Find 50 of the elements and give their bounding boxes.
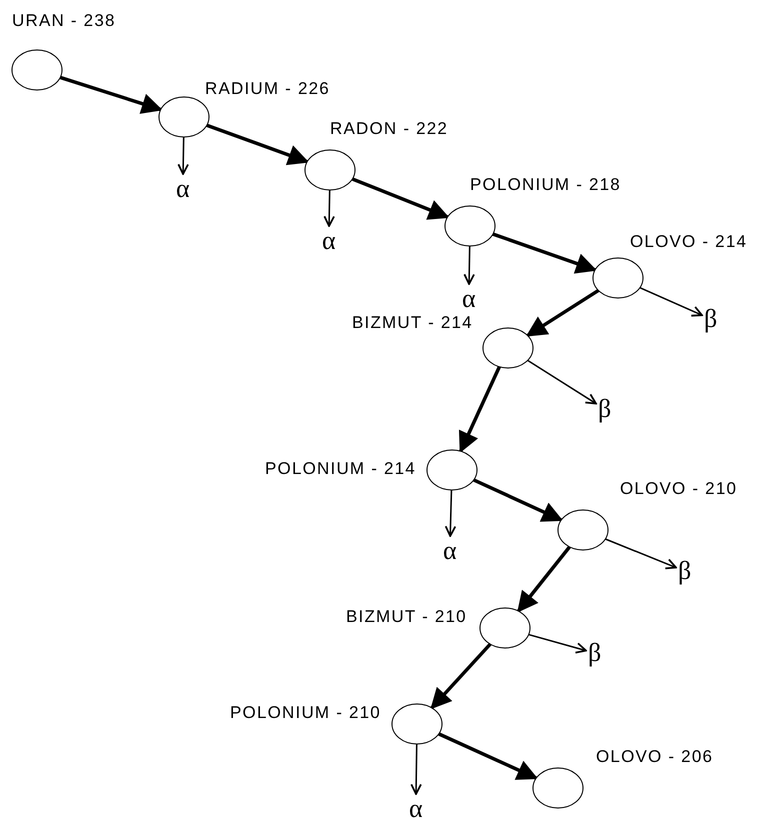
decay-node xyxy=(265,450,478,491)
decay-node xyxy=(533,748,714,809)
decay-symbol: α xyxy=(322,228,336,254)
decay-symbol: β xyxy=(588,640,602,666)
decay-node xyxy=(593,233,748,299)
decay-symbol: β xyxy=(678,558,692,584)
isotope-label: POLONIUM - 210 xyxy=(230,704,381,721)
decay-arrow xyxy=(472,478,564,522)
decay-node xyxy=(159,80,330,138)
emission-arrow xyxy=(605,538,677,570)
decay-node xyxy=(346,608,531,649)
isotope-label: BIZMUT - 214 xyxy=(352,314,473,331)
emission-arrow xyxy=(324,190,335,227)
emission-arrow xyxy=(410,744,422,795)
decay-arrow xyxy=(206,124,310,166)
decay-node xyxy=(230,704,443,745)
isotope-label: BIZMUT - 210 xyxy=(346,608,467,625)
emission-arrow xyxy=(527,360,597,404)
decay-symbol: β xyxy=(598,396,612,422)
isotope-label: OLOVO - 210 xyxy=(620,480,738,497)
decay-node xyxy=(445,176,621,247)
decay-node xyxy=(352,314,534,369)
isotope-label: POLONIUM - 218 xyxy=(470,176,621,193)
decay-arrow xyxy=(352,177,450,220)
isotope-label: RADIUM - 226 xyxy=(205,80,330,97)
emission-arrow xyxy=(528,634,587,654)
decay-symbol: α xyxy=(462,286,476,312)
decay-arrow xyxy=(430,642,492,710)
decay-arrow xyxy=(492,232,598,274)
decay-arrow xyxy=(438,732,538,780)
decay-node xyxy=(12,12,116,91)
isotope-label: URAN - 238 xyxy=(12,12,116,29)
emission-arrow xyxy=(444,490,456,537)
decay-symbol: α xyxy=(176,176,190,202)
isotope-label: POLONIUM - 214 xyxy=(265,460,416,477)
decay-symbol: α xyxy=(443,538,457,564)
decay-symbol: β xyxy=(704,306,718,332)
emission-arrow xyxy=(464,246,475,285)
isotope-label: OLOVO - 214 xyxy=(630,233,748,250)
decay-node xyxy=(558,480,738,551)
decay-arrow xyxy=(526,288,600,338)
decay-symbol: α xyxy=(409,796,423,822)
decay-arrow xyxy=(458,366,501,454)
decay-node xyxy=(305,120,448,191)
isotope-label: OLOVO - 206 xyxy=(596,748,714,765)
isotope-label: RADON - 222 xyxy=(330,120,448,137)
decay-arrow xyxy=(517,546,571,613)
emission-arrow xyxy=(640,287,703,317)
emission-arrow xyxy=(178,136,189,175)
decay-arrow xyxy=(60,76,163,114)
